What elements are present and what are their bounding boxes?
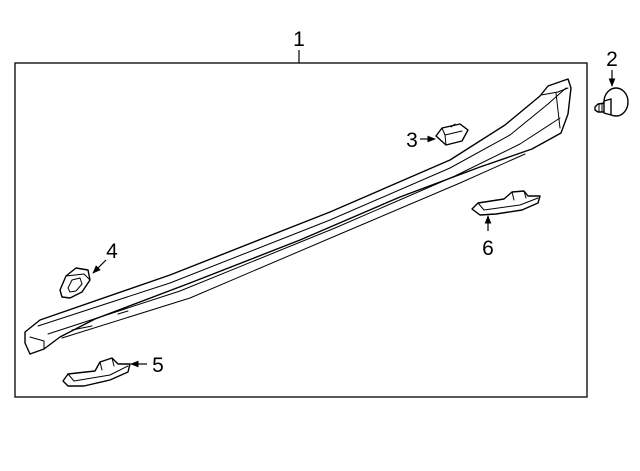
callout-4-arrow bbox=[92, 259, 107, 274]
rocker-molding-icon bbox=[24, 78, 572, 355]
callout-4-label: 4 bbox=[106, 240, 118, 263]
callout-2-label: 2 bbox=[606, 48, 618, 71]
callout-5-label: 5 bbox=[152, 354, 164, 377]
callout-6-label: 6 bbox=[482, 237, 494, 260]
front-bracket-icon bbox=[59, 267, 91, 299]
assembly-frame bbox=[14, 62, 588, 398]
lower-molding-end-icon bbox=[62, 357, 131, 387]
push-pin-retainer-icon bbox=[594, 87, 629, 117]
callout-3-label: 3 bbox=[406, 129, 418, 152]
clip-icon bbox=[435, 123, 469, 146]
rear-molding-end-icon bbox=[471, 190, 541, 216]
callout-1-label: 1 bbox=[293, 28, 305, 51]
